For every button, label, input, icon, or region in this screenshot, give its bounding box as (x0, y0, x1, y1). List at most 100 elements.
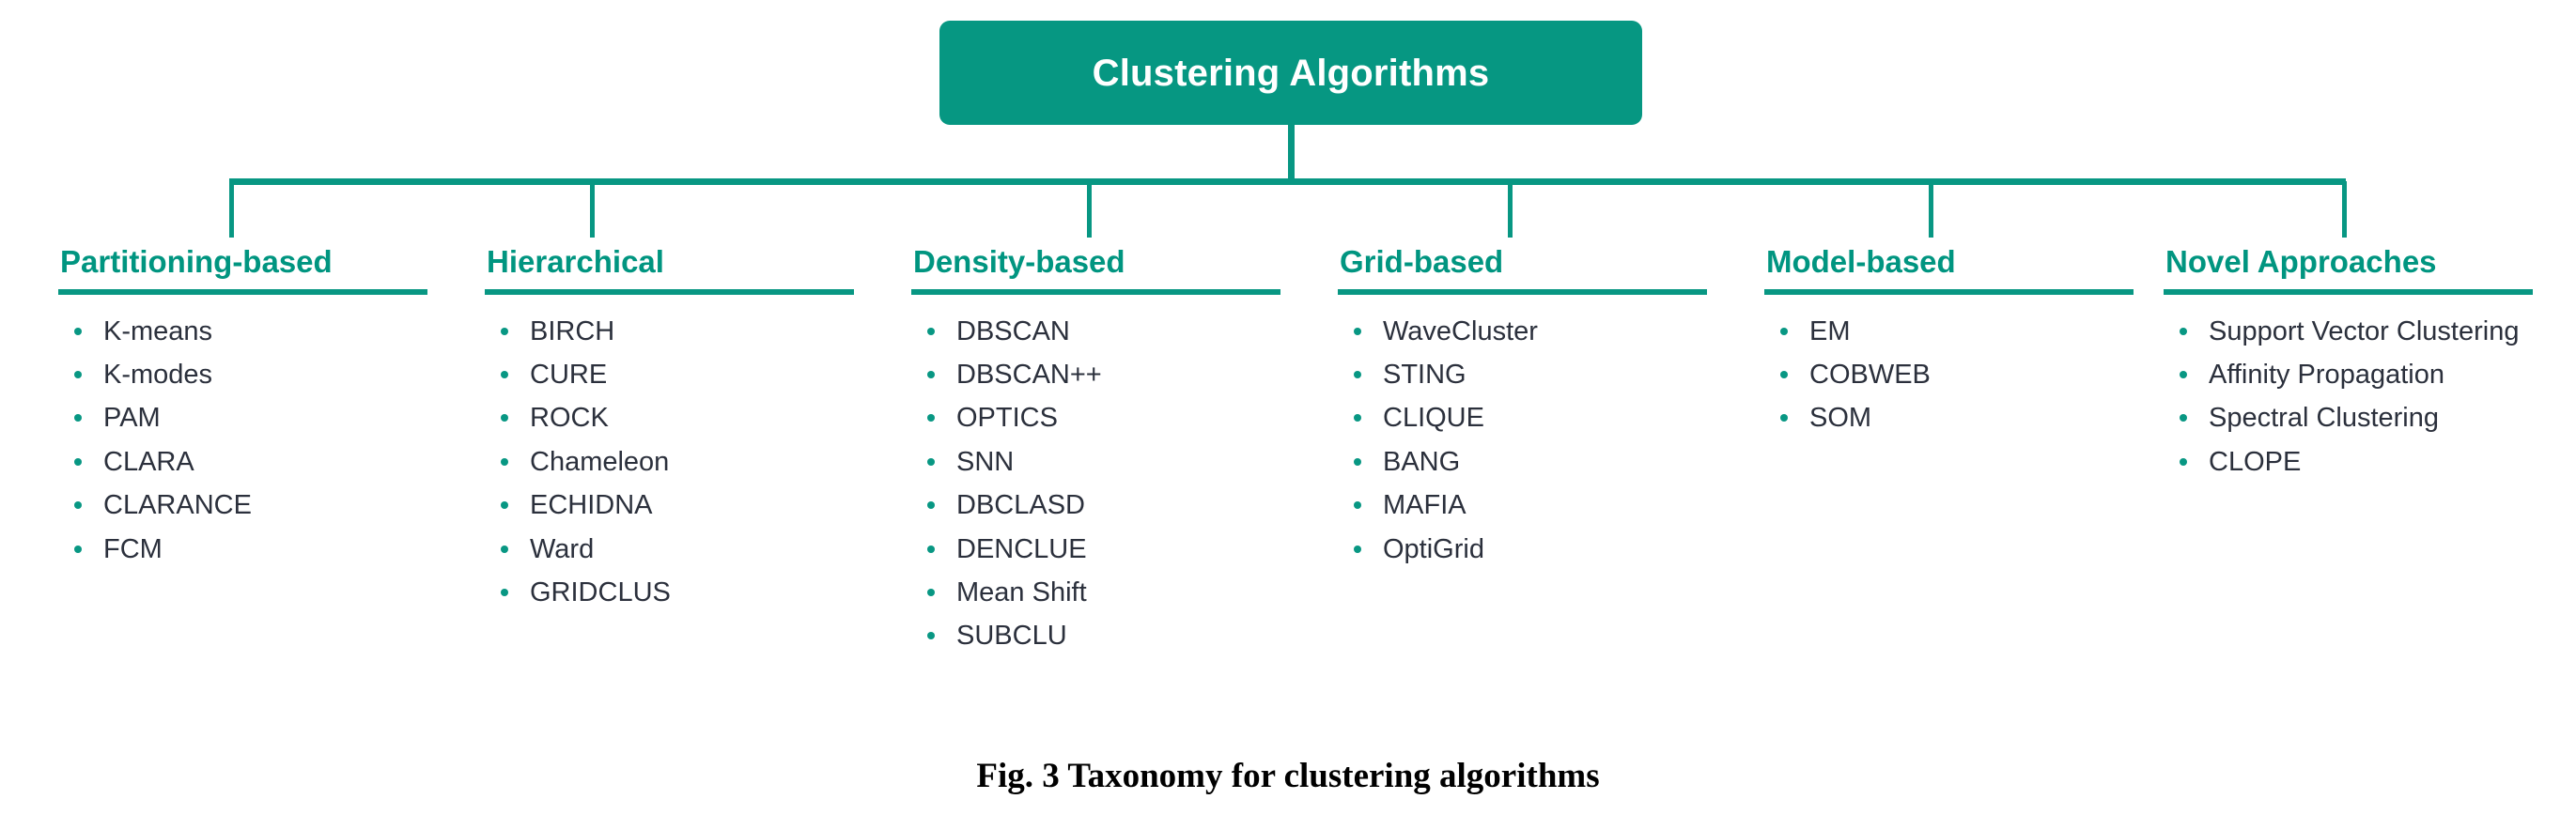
list-item: ROCK (485, 402, 854, 435)
bullet-icon (927, 501, 935, 510)
bullet-icon (501, 371, 508, 379)
bullet-icon (74, 414, 82, 423)
bullet-icon (501, 501, 508, 510)
list-item: CURE (485, 359, 854, 392)
list-item: SOM (1764, 402, 2134, 435)
list-item: COBWEB (1764, 359, 2134, 392)
branch-heading-partitioning-based: Partitioning-based (60, 244, 333, 279)
list-item-label: CLARA (103, 446, 194, 477)
list-item-label: MAFIA (1383, 490, 1466, 521)
list-item-label: ECHIDNA (530, 490, 653, 521)
bullet-icon (74, 371, 82, 379)
list-item: SUBCLU (911, 620, 1280, 653)
drop-connector-6 (2342, 181, 2347, 238)
list-item-label: CURE (530, 360, 608, 391)
bullet-icon (74, 501, 82, 510)
bullet-icon (501, 588, 508, 596)
list-item-label: Mean Shift (956, 576, 1087, 607)
branch-heading-hierarchical: Hierarchical (487, 244, 664, 279)
list-item: K-means (58, 315, 427, 348)
horizontal-bus-connector (229, 178, 2346, 185)
bullet-icon (74, 457, 82, 466)
list-item: MAFIA (1338, 489, 1707, 522)
list-item: DBCLASD (911, 489, 1280, 522)
bullet-icon (1354, 545, 1361, 553)
list-item-label: SUBCLU (956, 621, 1067, 652)
list-item: WaveCluster (1338, 315, 1707, 348)
drop-connector-3 (1087, 181, 1092, 238)
list-item: ECHIDNA (485, 489, 854, 522)
list-item-label: PAM (103, 403, 161, 434)
list-item-label: FCM (103, 533, 163, 564)
list-item: OPTICS (911, 402, 1280, 435)
list-item: Ward (485, 533, 854, 566)
branch-heading-novel-approaches: Novel Approaches (2165, 244, 2437, 279)
bullet-icon (501, 545, 508, 553)
bullet-icon (1354, 371, 1361, 379)
list-item: DENCLUE (911, 533, 1280, 566)
list-item: CLOPE (2164, 446, 2533, 479)
list-item: DBSCAN++ (911, 359, 1280, 392)
branch-heading-density-based: Density-based (913, 244, 1125, 279)
list-item-label: ROCK (530, 403, 609, 434)
list-item-label: Ward (530, 533, 595, 564)
branch-heading-rule-hierarchical (485, 288, 854, 295)
list-item-label: CLIQUE (1383, 403, 1484, 434)
list-item: FCM (58, 533, 427, 566)
bullet-icon (74, 545, 82, 553)
list-item: STING (1338, 359, 1707, 392)
list-item-label: COBWEB (1809, 360, 1931, 391)
list-item: Support Vector Clustering (2164, 315, 2533, 348)
list-item-label: STING (1383, 360, 1466, 391)
list-item: CLIQUE (1338, 402, 1707, 435)
bullet-icon (2180, 371, 2187, 379)
bullet-icon (501, 414, 508, 423)
figure-caption: Fig. 3 Taxonomy for clustering algorithm… (976, 757, 1600, 795)
bullet-icon (1354, 327, 1361, 335)
bullet-icon (927, 545, 935, 553)
list-item-label: Spectral Clustering (2209, 403, 2439, 434)
bullet-icon (501, 457, 508, 466)
list-item: DBSCAN (911, 315, 1280, 348)
list-item: PAM (58, 402, 427, 435)
list-item-label: Chameleon (530, 446, 670, 477)
list-item-label: Affinity Propagation (2209, 360, 2444, 391)
list-item-label: BIRCH (530, 315, 615, 346)
branch-heading-model-based: Model-based (1766, 244, 1956, 279)
list-item-label: K-means (103, 315, 213, 346)
drop-connector-2 (590, 181, 595, 238)
bullet-icon (927, 457, 935, 466)
list-item-label: K-modes (103, 360, 213, 391)
list-item: CLARA (58, 446, 427, 479)
branch-heading-rule-model-based (1764, 288, 2134, 295)
list-item: Affinity Propagation (2164, 359, 2533, 392)
list-item: Chameleon (485, 446, 854, 479)
list-item: SNN (911, 446, 1280, 479)
bullet-icon (2180, 327, 2187, 335)
list-item-label: DBSCAN (956, 315, 1070, 346)
list-item-label: DBSCAN++ (956, 360, 1102, 391)
bullet-icon (927, 371, 935, 379)
list-item: Spectral Clustering (2164, 402, 2533, 435)
algorithm-list-density-based: DBSCAN DBSCAN++ OPTICS SNN DBCLASD DENCLUE Mea… (911, 295, 1280, 653)
bullet-icon (2180, 457, 2187, 466)
list-item-label: OPTICS (956, 403, 1058, 434)
branch-heading-rule-density-based (911, 288, 1280, 295)
algorithm-list-model-based: EM COBWEB SOM (1764, 295, 2134, 436)
list-item: K-modes (58, 359, 427, 392)
bullet-icon (927, 632, 935, 640)
root-node-clustering-algorithms: Clustering Algorithms (939, 21, 1642, 125)
list-item-label: EM (1809, 315, 1851, 346)
root-node-label: Clustering Algorithms (1092, 52, 1490, 94)
bullet-icon (1354, 457, 1361, 466)
